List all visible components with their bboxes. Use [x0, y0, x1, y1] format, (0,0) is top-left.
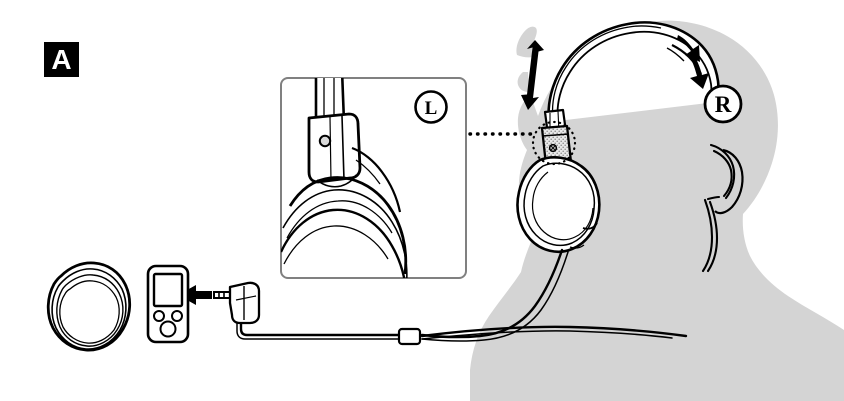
player-button-center	[159, 320, 177, 338]
left-channel-marking: L	[414, 90, 448, 124]
right-channel-marking: R	[703, 84, 743, 124]
cable-splitter-sleeve	[397, 327, 422, 346]
step-badge: A	[44, 42, 79, 77]
left-earcup	[516, 156, 601, 253]
right-angle-plug	[213, 281, 261, 325]
left-channel-letter: L	[425, 98, 438, 119]
player-button-left	[153, 310, 165, 322]
portable-music-player	[146, 264, 190, 344]
step-badge-letter: A	[51, 44, 71, 75]
right-channel-letter: R	[715, 92, 732, 117]
circular-audio-device	[46, 261, 132, 352]
right-adjust-arrow	[677, 35, 709, 89]
headphone-cable	[236, 248, 688, 342]
player-screen	[152, 272, 184, 308]
left-adjust-arrow	[521, 40, 544, 110]
head-contour-lines	[701, 143, 736, 273]
slider-highlight-ring	[531, 120, 577, 166]
plug-insert-arrow	[178, 285, 212, 305]
headphone-headband	[547, 21, 720, 123]
left-slider-detail: L	[280, 77, 467, 279]
player-button-right	[171, 310, 183, 322]
right-earcup	[714, 148, 744, 215]
